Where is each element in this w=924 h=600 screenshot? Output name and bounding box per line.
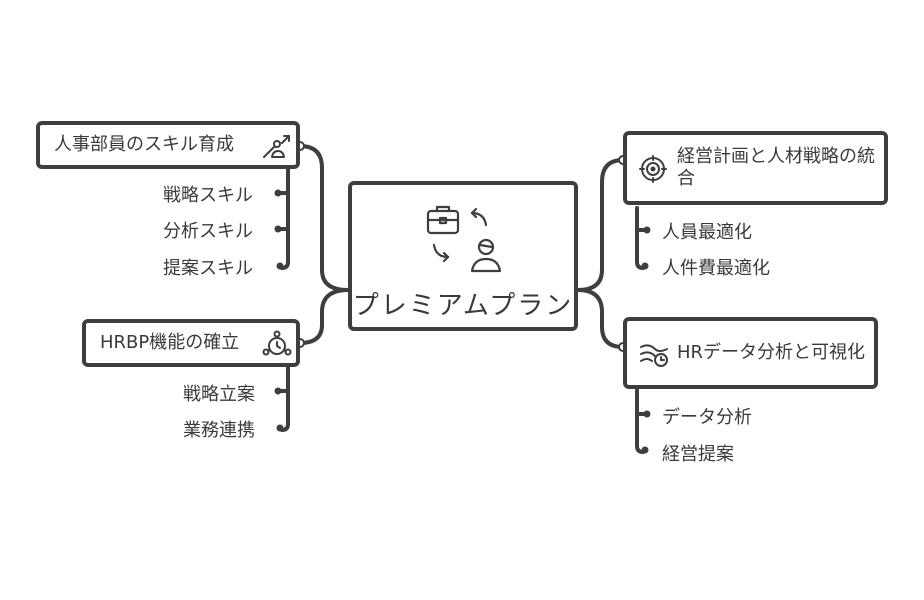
network-gear-icon: [262, 330, 292, 360]
leaf-management-proposal: 経営提案: [662, 444, 734, 465]
leaf-proposal-skill: 提案スキル: [163, 258, 253, 279]
branch-management-integration: 経営計画と人材戦略の統合: [623, 131, 888, 205]
leaf-data-analysis: データ分析: [662, 407, 752, 428]
leaf-labor-cost-optimization: 人件費最適化: [662, 258, 770, 279]
branch-title: 人事部員のスキル育成: [54, 134, 234, 155]
business-people-exchange-icon: [426, 203, 506, 275]
leaf-analysis-skill: 分析スキル: [163, 221, 253, 242]
target-icon: [639, 155, 667, 183]
branch-title: HRデータ分析と可視化: [677, 342, 866, 363]
leaf-staff-optimization: 人員最適化: [662, 222, 752, 243]
leaf-strategy-skill: 戦略スキル: [163, 185, 253, 206]
branch-title: HRBP機能の確立: [100, 332, 240, 353]
leaf-strategy-planning: 戦略立案: [183, 384, 255, 405]
branch-skill-development: 人事部員のスキル育成: [36, 121, 300, 169]
branch-hrbp-function: HRBP機能の確立: [82, 319, 300, 367]
central-node: プレミアムプラン: [348, 181, 578, 331]
branch-hr-data-analysis: HRデータ分析と可視化: [623, 317, 878, 389]
central-title: プレミアムプラン: [352, 291, 574, 321]
leaf-business-coordination: 業務連携: [183, 420, 255, 441]
data-flow-clock-icon: [639, 341, 669, 369]
growth-chart-person-icon: [262, 133, 292, 161]
branch-title: 経営計画と人材戦略の統合: [677, 146, 875, 189]
